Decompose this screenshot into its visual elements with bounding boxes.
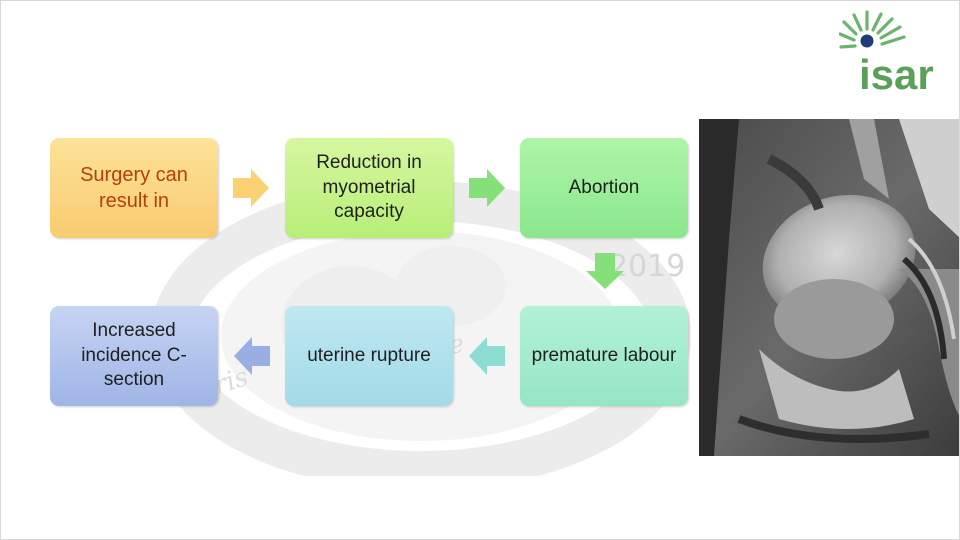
flow-box-reduction: Reduction in myometrial capacity [285, 138, 453, 238]
flow-box-increased: Increased incidence C-section [50, 306, 218, 406]
flow-box-premature: premature labour [520, 306, 688, 406]
arrow-left-icon [467, 335, 507, 377]
flow-box-surgery: Surgery can result in [50, 138, 218, 238]
arrow-left-icon [232, 335, 272, 377]
flow-box-abortion: Abortion [520, 138, 688, 238]
arrow-right-icon [467, 167, 507, 209]
flow-box-uterine: uterine rupture [285, 306, 453, 406]
logo-text: isar [859, 51, 934, 95]
arrow-down-icon [584, 251, 626, 291]
isar-logo: isar [839, 9, 949, 95]
mri-image [699, 119, 960, 456]
arrow-right-icon [231, 167, 271, 209]
